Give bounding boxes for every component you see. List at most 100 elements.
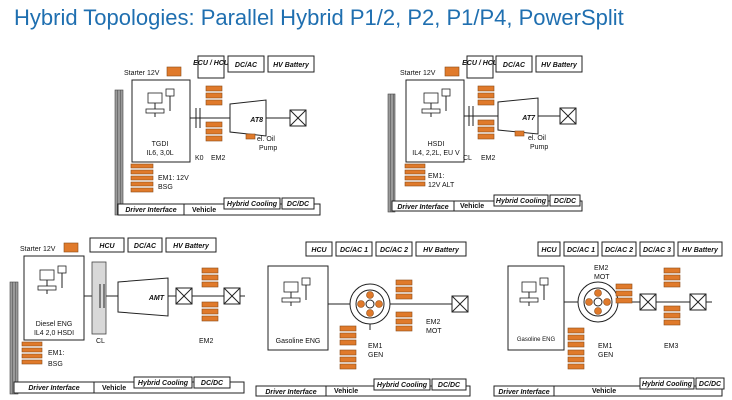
em3-label: EM3: [664, 343, 679, 350]
hv-battery-box: [165, 237, 217, 253]
cooling-label: Hybrid Cooling: [642, 381, 693, 388]
em1-type: GEN: [368, 352, 383, 359]
em1-label: EM1: 12V: [158, 175, 189, 182]
cooling-label: Hybrid Cooling: [496, 198, 547, 205]
em2-gears-top: [201, 267, 219, 288]
dcac3-label: DC/AC 3: [643, 247, 671, 254]
starter-motor: [63, 242, 79, 253]
em2-gears-bottom: [201, 301, 219, 322]
dcac-box: [127, 237, 163, 253]
cl-label: CL: [96, 338, 105, 345]
front-differential-icon: [175, 287, 193, 305]
em2-label: EM2: [211, 155, 226, 162]
cooling-box: [493, 194, 549, 207]
dcdc-label: DC/DC: [554, 198, 577, 205]
engine-name: Gasoline ENG: [517, 337, 556, 343]
starter-label: Starter 12V: [400, 70, 436, 77]
em2-label: EM2: [481, 155, 496, 162]
em2-label: EM2: [594, 265, 609, 272]
dcdc-box: [193, 376, 231, 389]
trans-label: AMT: [148, 295, 165, 302]
dcdc-label: DC/DC: [201, 380, 224, 387]
at7-transmission: [497, 97, 539, 135]
engine-spec: IL4, 2,2L, EU V: [412, 150, 460, 157]
hv-battery-box: [267, 55, 315, 73]
engine-housing: [507, 265, 565, 351]
engine-name: Gasoline ENG: [276, 338, 321, 345]
hv-battery-label: HV Battery: [682, 247, 719, 254]
ecu-label: ECU / HCU: [462, 60, 499, 67]
hv-battery-label: HV Battery: [423, 247, 460, 254]
em1-type: BSG: [158, 184, 173, 191]
dcac-box: [227, 55, 265, 73]
engine-name: HSDI: [428, 141, 445, 148]
em1-type: BSG: [48, 361, 63, 368]
hv-battery-label: HV Battery: [273, 62, 310, 69]
vehicle-label: Vehicle: [192, 207, 216, 214]
driver-interface-label: Driver Interface: [397, 204, 448, 211]
diagram-p1-p4-diesel: Starter 12V HCU DC/AC HV Battery Diesel …: [9, 237, 245, 395]
em2-gears: [615, 283, 633, 304]
dcac2-box: [601, 241, 637, 257]
em2-type: MOT: [594, 274, 610, 281]
vehicle-label: Vehicle: [102, 385, 126, 392]
starter-label: Starter 12V: [20, 246, 56, 253]
hcu-label: HCU: [311, 247, 327, 254]
ecu-box: [466, 55, 494, 79]
em2-gears-top: [395, 279, 413, 300]
em1-gears-bottom: [567, 349, 585, 370]
dcdc-label: DC/DC: [287, 201, 310, 208]
engine-name: Diesel ENG: [36, 321, 73, 328]
em1-type: 12V ALT: [428, 182, 455, 189]
em1-alt-gears: [404, 181, 426, 187]
rear-differential-icon: [689, 293, 707, 311]
hcu-label: HCU: [99, 243, 115, 250]
rear-differential-icon: [223, 287, 241, 305]
hv-battery-box: [535, 55, 583, 73]
dcac-label: DC/AC: [134, 243, 157, 250]
dcdc-box: [549, 194, 581, 207]
ecu-box: [197, 55, 225, 79]
dcac-label: DC/AC: [235, 62, 258, 69]
em1-label: EM1:: [428, 173, 444, 180]
clutch-housing: [91, 261, 107, 335]
driver-bar: [9, 281, 19, 395]
dcac1-box: [563, 241, 599, 257]
hv-battery-box: [415, 241, 467, 257]
differential-icon: [451, 295, 469, 313]
cooling-label: Hybrid Cooling: [377, 382, 428, 389]
dcac2-box: [375, 241, 413, 257]
driver-interface-label: Driver Interface: [498, 389, 549, 396]
oil-pump: [514, 130, 525, 137]
pump-label-2: Pump: [530, 144, 548, 151]
cooling-box: [133, 376, 193, 389]
front-differential-icon: [639, 293, 657, 311]
em1-label: EM1: [368, 343, 383, 350]
pump-label-1: el. Oil: [257, 136, 275, 143]
diagram-powersplit-1: HCU DC/AC 1 DC/AC 2 HV Battery Gasoline …: [255, 241, 471, 397]
page-title: Hybrid Topologies: Parallel Hybrid P1/2,…: [14, 5, 624, 30]
ecu-label: ECU / HCU: [193, 60, 230, 67]
diagram-p1-p2-tgdi: Starter 12V ECU / HCU DC/AC HV Battery T…: [114, 55, 321, 216]
em1-gears-top: [339, 325, 357, 346]
diagram-powersplit-2: HCU DC/AC 1 DC/AC 2 DC/AC 3 HV Battery G…: [493, 241, 725, 397]
starter-motor: [166, 66, 182, 77]
vehicle-label: Vehicle: [592, 388, 616, 395]
cooling-box: [223, 197, 281, 210]
starter-motor: [444, 66, 460, 77]
dcac-box: [495, 55, 533, 73]
hcu-box: [537, 241, 561, 257]
diagram-p2-hsdi: Starter 12V ECU / HCU DC/AC HV Battery H…: [387, 55, 583, 213]
dcac2-label: DC/AC 2: [605, 247, 633, 254]
hv-battery-label: HV Battery: [541, 62, 578, 69]
hcu-label: HCU: [541, 247, 557, 254]
engine-name: TGDI: [152, 141, 169, 148]
cooling-label: Hybrid Cooling: [227, 201, 278, 208]
em2-gears-top: [205, 85, 223, 106]
dcdc-label: DC/DC: [438, 382, 461, 389]
em1-gears-top: [567, 327, 585, 348]
cooling-box: [373, 378, 431, 391]
cl-label: CL: [463, 155, 472, 162]
differential-icon: [559, 107, 577, 125]
